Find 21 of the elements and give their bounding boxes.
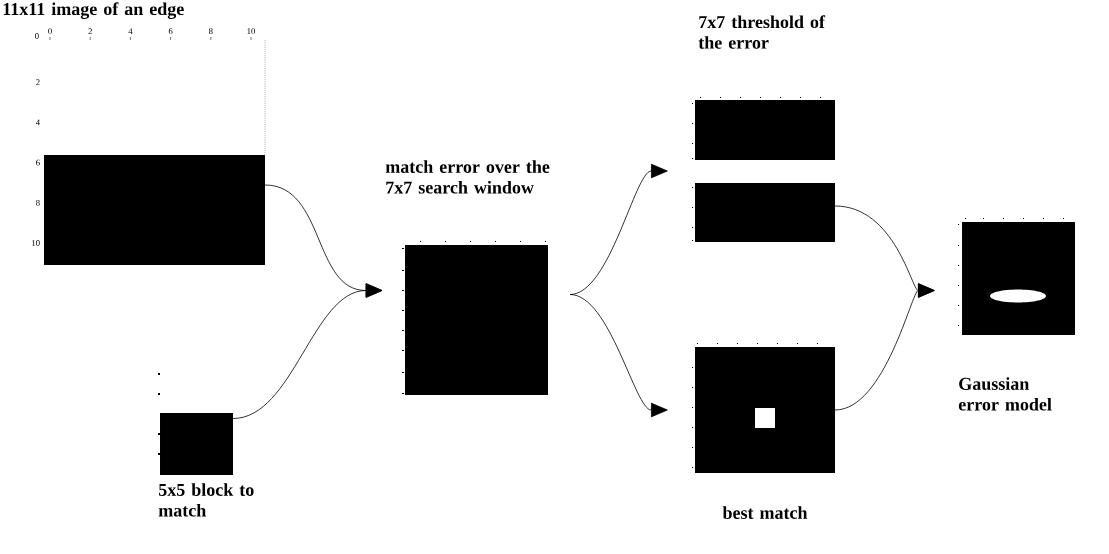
tick-label: 8: [36, 199, 40, 206]
tick-label: 6: [36, 159, 40, 166]
tick-label: 0: [48, 28, 52, 35]
plot-title: 5x5 block to match: [158, 483, 254, 517]
tick-label: 6: [168, 28, 173, 35]
plot-title: Gaussian error model: [958, 377, 1052, 411]
tick-label: 10: [247, 28, 255, 35]
plot-title: match error over the 7x7 search window: [385, 160, 550, 194]
tick-label: 4: [35, 119, 40, 126]
plot-title: 7x7 threshold of the error: [698, 15, 826, 49]
tick-label: 8: [208, 28, 213, 35]
curved-arrow: [834, 283, 935, 411]
tick-label: 10: [32, 240, 40, 246]
tick-label: 2: [88, 28, 92, 35]
plot-title: best match: [722, 506, 808, 519]
curved-arrow: [232, 283, 383, 419]
tick-label: 0: [35, 33, 39, 39]
curved-arrow: [569, 294, 668, 418]
tick-label: 4: [128, 28, 133, 35]
plot-title: 11x11 image of an edge: [3, 2, 184, 19]
tick-label: 2: [36, 79, 40, 86]
